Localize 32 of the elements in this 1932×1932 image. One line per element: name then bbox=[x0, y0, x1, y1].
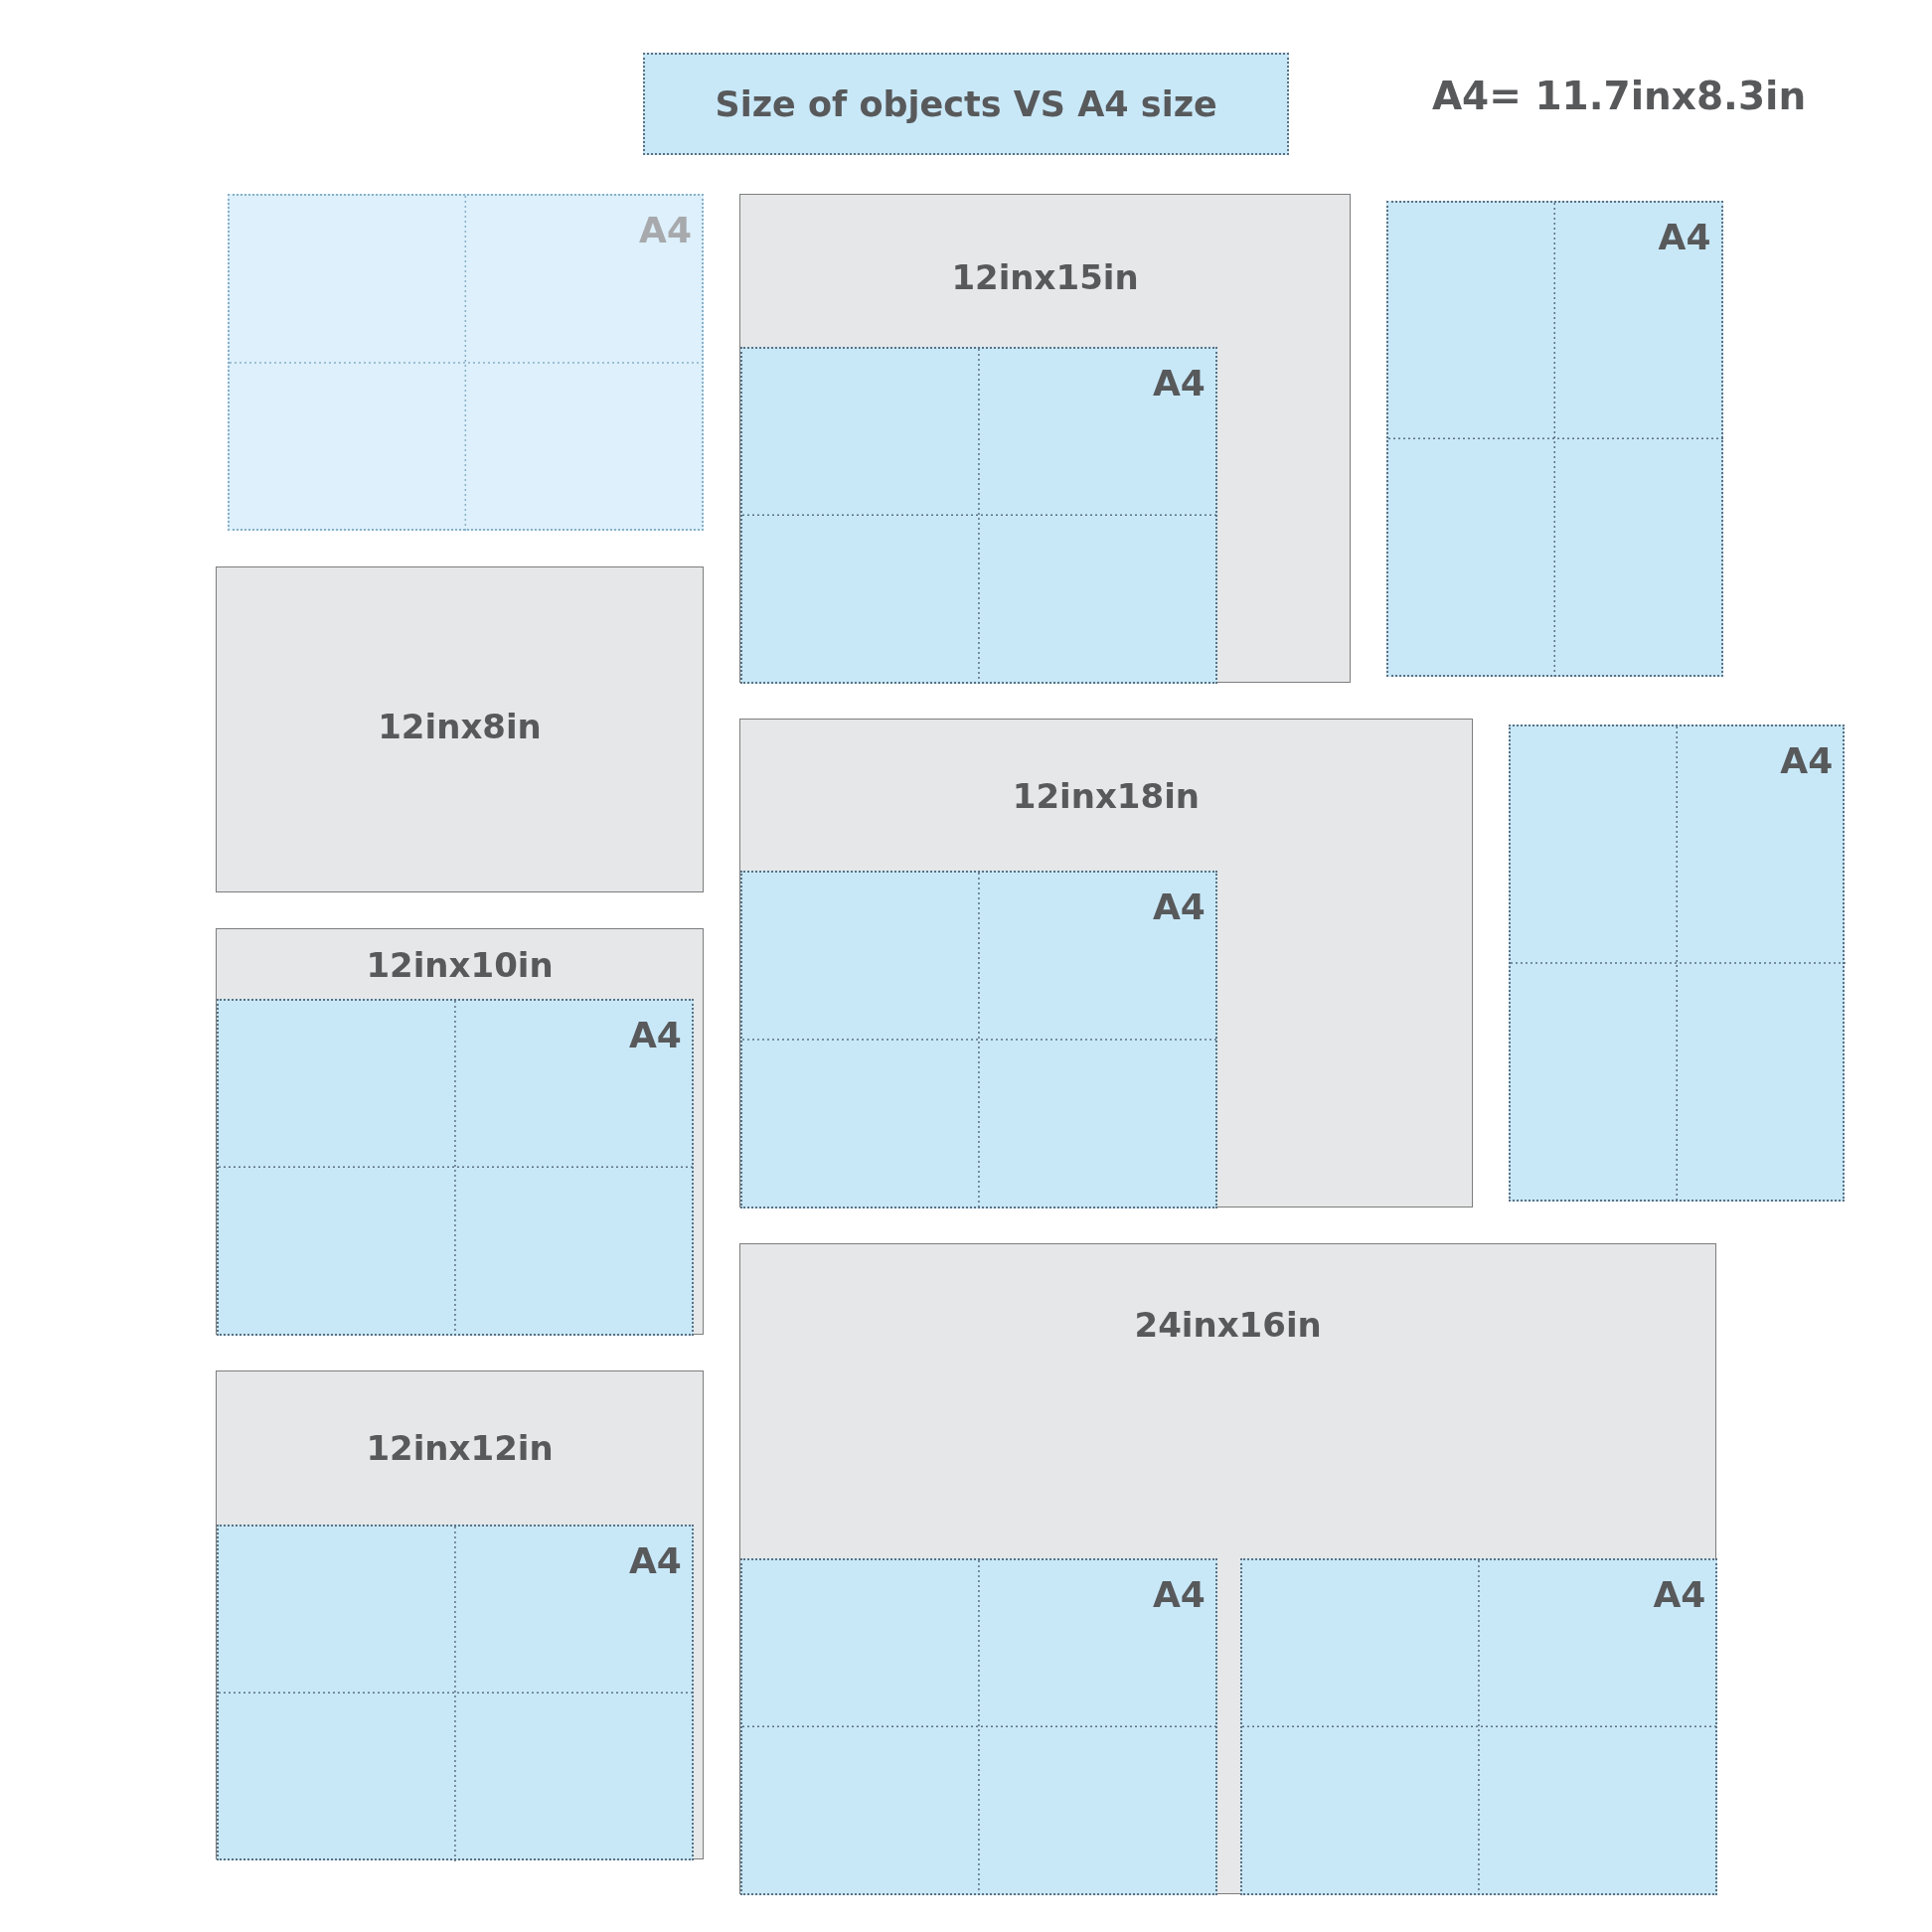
a4-sheet bbox=[1386, 201, 1723, 677]
a4-sheet bbox=[217, 999, 694, 1336]
sheet-label: A4 bbox=[1780, 740, 1834, 782]
a4-sheet bbox=[740, 871, 1217, 1209]
a4-sheet bbox=[740, 1558, 1217, 1895]
size-label: 12inx10in bbox=[365, 945, 555, 986]
object-size-box bbox=[739, 1243, 1717, 1894]
size-label: 12inx12in bbox=[365, 1428, 555, 1469]
a4-sheet bbox=[228, 193, 704, 532]
a4-dimension-note: A4= 11.7inx8.3in bbox=[1431, 74, 1807, 119]
a4-sheet bbox=[1240, 1558, 1718, 1895]
object-size-box bbox=[216, 927, 705, 1335]
a4-sheet bbox=[740, 347, 1217, 684]
object-size-box bbox=[739, 193, 1352, 683]
sheet-label: A4 bbox=[628, 1539, 682, 1581]
sheet-label: A4 bbox=[639, 209, 692, 250]
object-size-box bbox=[216, 566, 705, 892]
size-label: 12inx8in bbox=[377, 706, 543, 746]
sheet-label: A4 bbox=[1152, 886, 1206, 928]
object-size-box bbox=[739, 718, 1473, 1208]
size-label: 12inx18in bbox=[1011, 776, 1202, 817]
object-size-box bbox=[216, 1369, 705, 1860]
sheet-label: A4 bbox=[1658, 217, 1711, 258]
sheet-label: A4 bbox=[1653, 1574, 1706, 1616]
size-label: 12inx15in bbox=[950, 257, 1140, 298]
sheet-label: A4 bbox=[1152, 363, 1206, 404]
size-label: 24inx16in bbox=[1133, 1305, 1323, 1346]
sheet-label: A4 bbox=[1152, 1574, 1206, 1616]
sheet-label: A4 bbox=[628, 1015, 682, 1056]
a4-sheet bbox=[1508, 724, 1846, 1202]
a4-sheet bbox=[217, 1524, 694, 1861]
title: Size of objects VS A4 size bbox=[715, 83, 1217, 124]
